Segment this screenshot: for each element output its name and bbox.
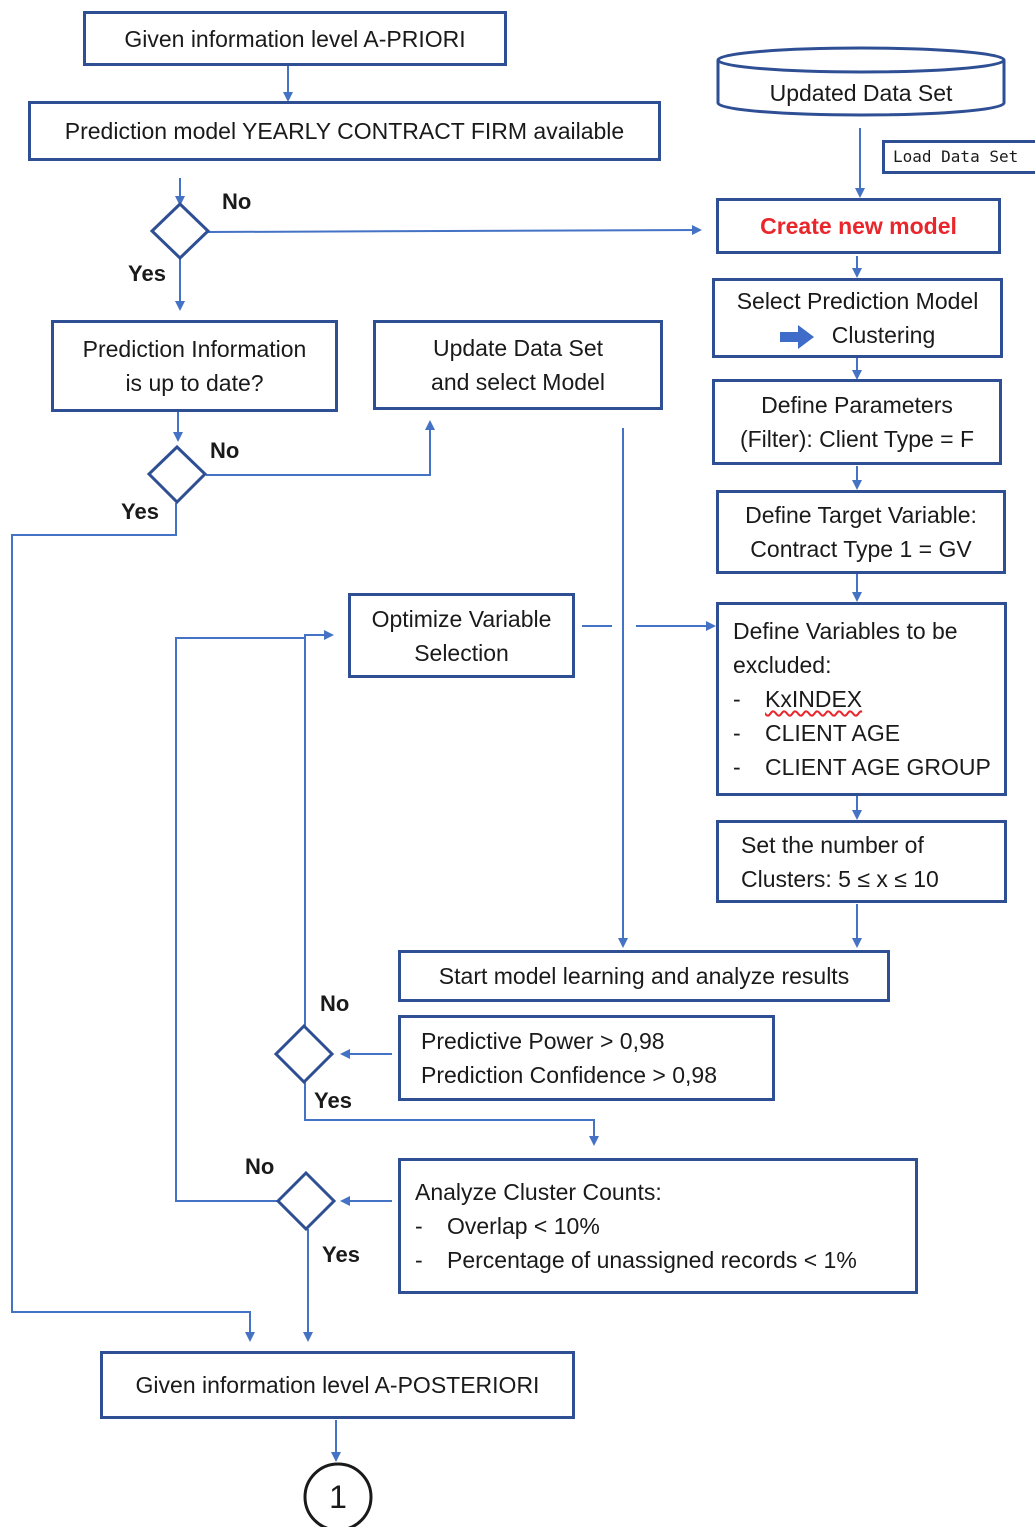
d3-yes-label: Yes — [314, 1088, 352, 1113]
analyze-cluster-line1: Analyze Cluster Counts: — [415, 1179, 662, 1205]
a-priori-box: Given information level A-PRIORI — [83, 11, 507, 66]
set-number-clusters-box: Set the number of Clusters: 5 ≤ x ≤ 10 — [716, 820, 1007, 903]
select-model-line2: Clustering — [779, 318, 936, 352]
d2-no-label: No — [210, 438, 240, 463]
clustering-text: Clustering — [831, 322, 936, 348]
define-parameters-line1: Define Parameters — [761, 392, 953, 418]
data-set-cylinder — [716, 46, 1006, 117]
set-clusters-line1: Set the number of — [741, 831, 924, 858]
optimize-variable-selection-box: Optimize Variable Selection — [348, 593, 575, 678]
right-arrow-icon — [779, 324, 814, 349]
decision-diamond-predictive-power — [273, 1023, 335, 1085]
select-model-line1: Select Prediction Model — [736, 288, 979, 314]
optimize-line1: Optimize Variable — [371, 605, 552, 632]
d1-no-label: No — [222, 189, 252, 214]
predictive-power-box: Predictive Power > 0,98 Prediction Confi… — [398, 1015, 775, 1101]
optimize-line2: Selection — [414, 639, 509, 666]
excluded-item: -CLIENT AGE GROUP — [733, 754, 991, 780]
prediction-model-available-box: Prediction model YEARLY CONTRACT FIRM av… — [28, 101, 661, 161]
decision-diamond-model-available — [149, 201, 211, 261]
cluster-criterion-item: -Overlap < 10% — [415, 1213, 600, 1239]
a-priori-text: Given information level A-PRIORI — [124, 25, 466, 52]
end-connector-label: 1 — [329, 1479, 347, 1515]
update-data-set-line2: and select Model — [431, 369, 605, 395]
a-posteriori-box: Given information level A-POSTERIORI — [100, 1351, 575, 1419]
excluded-item: -KxINDEX — [733, 686, 863, 712]
define-variables-excluded-box: Define Variables to be excluded: -KxINDE… — [716, 602, 1007, 796]
d4-yes-label: Yes — [322, 1242, 360, 1267]
start-model-learning-text: Start model learning and analyze results — [438, 963, 850, 989]
d3-no-label: No — [320, 991, 350, 1016]
define-variables-line1: Define Variables to be — [733, 618, 958, 644]
prediction-info-box: Prediction Information is up to date? — [51, 320, 338, 412]
d4-no-label: No — [245, 1154, 275, 1179]
define-target-line2: Contract Type 1 = GV — [750, 536, 972, 562]
create-new-model-text: Create new model — [760, 213, 957, 239]
select-prediction-model-box: Select Prediction Model Clustering — [712, 278, 1003, 358]
define-parameters-box: Define Parameters (Filter): Client Type … — [712, 379, 1002, 465]
end-connector-circle — [303, 1462, 373, 1527]
excluded-item: -CLIENT AGE — [733, 720, 901, 746]
d2-yes-label: Yes — [121, 499, 159, 524]
define-variables-line2: excluded: — [733, 652, 832, 678]
update-data-set-box: Update Data Set and select Model — [373, 320, 663, 410]
d1-yes-label: Yes — [128, 261, 166, 286]
a-posteriori-text: Given information level A-POSTERIORI — [135, 1372, 540, 1398]
start-model-learning-box: Start model learning and analyze results — [398, 950, 890, 1002]
predictive-power-line2: Prediction Confidence > 0,98 — [421, 1062, 718, 1088]
prediction-info-line2: is up to date? — [125, 370, 264, 396]
set-clusters-line2: Clusters: 5 ≤ x ≤ 10 — [741, 865, 939, 892]
define-target-line1: Define Target Variable: — [745, 502, 977, 528]
load-data-set-label: Load Data Set — [882, 140, 1035, 174]
create-new-model-box: Create new model — [716, 198, 1001, 254]
updated-data-set-label: Updated Data Set — [769, 80, 953, 106]
update-data-set-line1: Update Data Set — [432, 335, 604, 361]
decision-diamond-up-to-date — [146, 444, 208, 505]
define-target-variable-box: Define Target Variable: Contract Type 1 … — [716, 490, 1006, 574]
predictive-power-line1: Predictive Power > 0,98 — [421, 1028, 665, 1054]
analyze-cluster-counts-box: Analyze Cluster Counts: -Overlap < 10% -… — [398, 1158, 918, 1294]
cluster-criterion-item: -Percentage of unassigned records < 1% — [415, 1247, 857, 1273]
prediction-model-available-text: Prediction model YEARLY CONTRACT FIRM av… — [64, 118, 625, 144]
prediction-info-line1: Prediction Information — [82, 336, 307, 362]
decision-diamond-cluster-counts — [275, 1170, 337, 1232]
define-parameters-line2: (Filter): Client Type = F — [739, 426, 975, 452]
